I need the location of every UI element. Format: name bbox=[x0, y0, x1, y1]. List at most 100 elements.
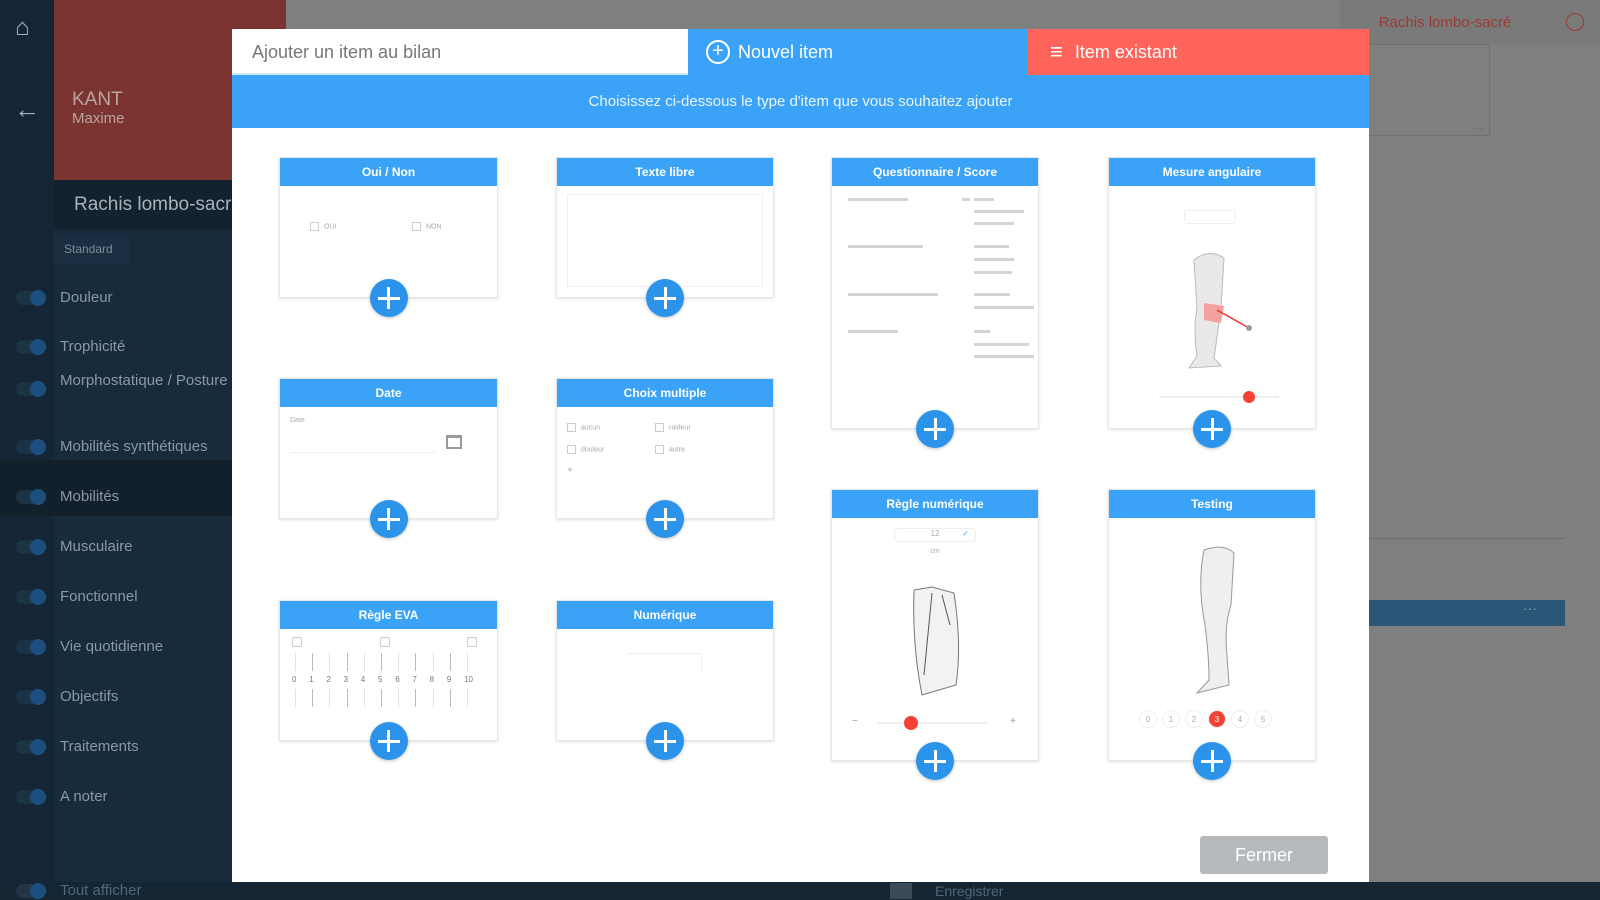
ruler-value: 12 bbox=[930, 529, 940, 538]
toggle-switch[interactable] bbox=[16, 339, 46, 355]
tab-new-item[interactable]: + Nouvel item bbox=[688, 29, 1028, 75]
eva-tick-label: 5 bbox=[378, 675, 383, 684]
eva-tick bbox=[415, 653, 417, 671]
numeric-field[interactable] bbox=[627, 653, 702, 673]
sidebar-item-label: Mobilités synthétiques bbox=[60, 438, 208, 455]
eva-tick-label: 2 bbox=[326, 675, 331, 684]
eva-tick bbox=[363, 689, 365, 707]
sidebar-item-label: Musculaire bbox=[60, 538, 133, 555]
add-numeric-ruler-button[interactable] bbox=[916, 742, 954, 780]
angle-value-field[interactable] bbox=[1184, 210, 1236, 224]
angle-slider-track[interactable] bbox=[1159, 396, 1279, 398]
toggle-switch[interactable] bbox=[16, 789, 46, 805]
add-eva-ruler-button[interactable] bbox=[369, 722, 408, 760]
add-numeric-button[interactable] bbox=[646, 722, 684, 760]
testing-score-option[interactable]: 4 bbox=[1231, 710, 1249, 728]
card-title: Mesure angulaire bbox=[1109, 158, 1315, 186]
toggle-switch[interactable] bbox=[16, 290, 46, 306]
background-row[interactable]: ··· bbox=[1369, 600, 1565, 626]
toggle-switch[interactable] bbox=[16, 589, 46, 605]
back-arrow-icon[interactable]: ← bbox=[14, 94, 40, 124]
add-testing-button[interactable] bbox=[1193, 742, 1231, 780]
eva-tick bbox=[363, 653, 365, 671]
sidebar-item[interactable]: Douleur bbox=[0, 289, 286, 306]
sidebar-item[interactable]: Musculaire bbox=[0, 538, 286, 555]
add-free-text-button[interactable] bbox=[646, 279, 684, 317]
tab-standard[interactable]: Standard bbox=[54, 234, 130, 264]
testing-score-option[interactable]: 5 bbox=[1254, 710, 1272, 728]
tab-existing-label: Item existant bbox=[1074, 41, 1177, 62]
ruler-slider-track[interactable] bbox=[878, 722, 988, 724]
eva-tick-label: 7 bbox=[412, 675, 417, 684]
eva-tick bbox=[381, 689, 382, 707]
testing-score-option[interactable]: 1 bbox=[1162, 710, 1180, 728]
toggle-switch[interactable] bbox=[16, 539, 46, 555]
save-label[interactable]: Enregistrer bbox=[935, 883, 1004, 899]
testing-score-option[interactable]: 3 bbox=[1208, 710, 1226, 728]
instruction-banner: Choisissez ci-dessous le type d'item que… bbox=[232, 75, 1369, 128]
sidebar-item[interactable]: Vie quotidienne bbox=[0, 638, 286, 655]
add-multiple-choice-button[interactable] bbox=[646, 500, 684, 538]
add-yes-no-button[interactable] bbox=[369, 279, 408, 317]
card-title: Questionnaire / Score bbox=[832, 158, 1038, 186]
eva-marker-icon bbox=[467, 637, 477, 647]
sidebar-item[interactable]: Mobilités bbox=[0, 488, 286, 505]
ruler-value-field[interactable]: 12✓ bbox=[894, 528, 976, 542]
toggle-switch[interactable] bbox=[16, 381, 46, 397]
testing-score-option[interactable]: 0 bbox=[1139, 710, 1157, 728]
eva-tick bbox=[432, 653, 434, 671]
sidebar-item[interactable]: A noter bbox=[0, 788, 286, 805]
calendar-icon[interactable] bbox=[446, 435, 462, 449]
help-icon[interactable] bbox=[1566, 13, 1584, 31]
sidebar-item[interactable]: Fonctionnel bbox=[0, 588, 286, 605]
card-free-text: Texte libre bbox=[556, 157, 774, 317]
sidebar-item-label: Traitements bbox=[60, 738, 139, 755]
eva-tick bbox=[467, 653, 468, 671]
sidebar-item[interactable]: Trophicité bbox=[0, 338, 286, 355]
toggle-switch[interactable] bbox=[16, 639, 46, 655]
show-all-toggle[interactable]: Tout afficher bbox=[0, 882, 200, 900]
eva-tick-label: 3 bbox=[343, 675, 349, 684]
ruler-slider-thumb[interactable] bbox=[904, 716, 918, 730]
sidebar-selected-bg bbox=[0, 460, 232, 516]
sidebar-item[interactable]: Morphostatique / Posture bbox=[0, 370, 240, 397]
close-button[interactable]: Fermer bbox=[1200, 836, 1328, 874]
eva-tick bbox=[449, 689, 451, 707]
eva-tick-label: 4 bbox=[360, 675, 366, 684]
tab-new-label: Nouvel item bbox=[738, 41, 834, 62]
angle-slider-thumb[interactable] bbox=[1243, 391, 1255, 403]
card-date: Date Date bbox=[279, 378, 498, 538]
sidebar-item-label: Fonctionnel bbox=[60, 588, 138, 605]
sidebar-item[interactable]: Mobilités synthétiques bbox=[0, 438, 286, 455]
sidebar-item-label: Mobilités bbox=[60, 488, 120, 505]
home-icon[interactable]: ⌂ bbox=[15, 14, 30, 41]
eva-marker-icon bbox=[292, 637, 302, 647]
card-title: Choix multiple bbox=[557, 379, 773, 407]
toggle-switch[interactable] bbox=[16, 439, 46, 455]
eva-tick-label: 9 bbox=[446, 675, 452, 684]
sidebar-item[interactable]: Objectifs bbox=[0, 688, 286, 705]
sidebar-item[interactable]: Traitements bbox=[0, 738, 286, 755]
eva-tick bbox=[346, 689, 348, 707]
testing-score-option[interactable]: 2 bbox=[1185, 710, 1203, 728]
card-menu[interactable]: ··· bbox=[1471, 121, 1483, 135]
decrease-icon[interactable]: − bbox=[852, 716, 858, 727]
increase-icon[interactable]: + bbox=[1010, 716, 1016, 727]
add-item-modal: Ajouter un item au bilan + Nouvel item ≡… bbox=[232, 29, 1369, 882]
add-angle-measure-button[interactable] bbox=[1193, 410, 1231, 448]
patient-first-name: Maxime bbox=[72, 110, 125, 127]
row-menu[interactable]: ··· bbox=[1523, 600, 1537, 616]
toggle-switch[interactable] bbox=[16, 689, 46, 705]
save-icon[interactable] bbox=[890, 883, 912, 899]
add-date-button[interactable] bbox=[369, 500, 408, 538]
sidebar-item-label: Morphostatique / Posture bbox=[60, 372, 228, 389]
patient-last-name: KANT bbox=[72, 89, 123, 110]
toggle-switch[interactable] bbox=[16, 739, 46, 755]
eva-tick bbox=[432, 689, 434, 707]
date-field[interactable] bbox=[290, 431, 435, 453]
add-questionnaire-button[interactable] bbox=[916, 410, 954, 448]
toggle-switch[interactable] bbox=[16, 489, 46, 505]
tab-existing-item[interactable]: ≡ Item existant bbox=[1028, 29, 1369, 75]
